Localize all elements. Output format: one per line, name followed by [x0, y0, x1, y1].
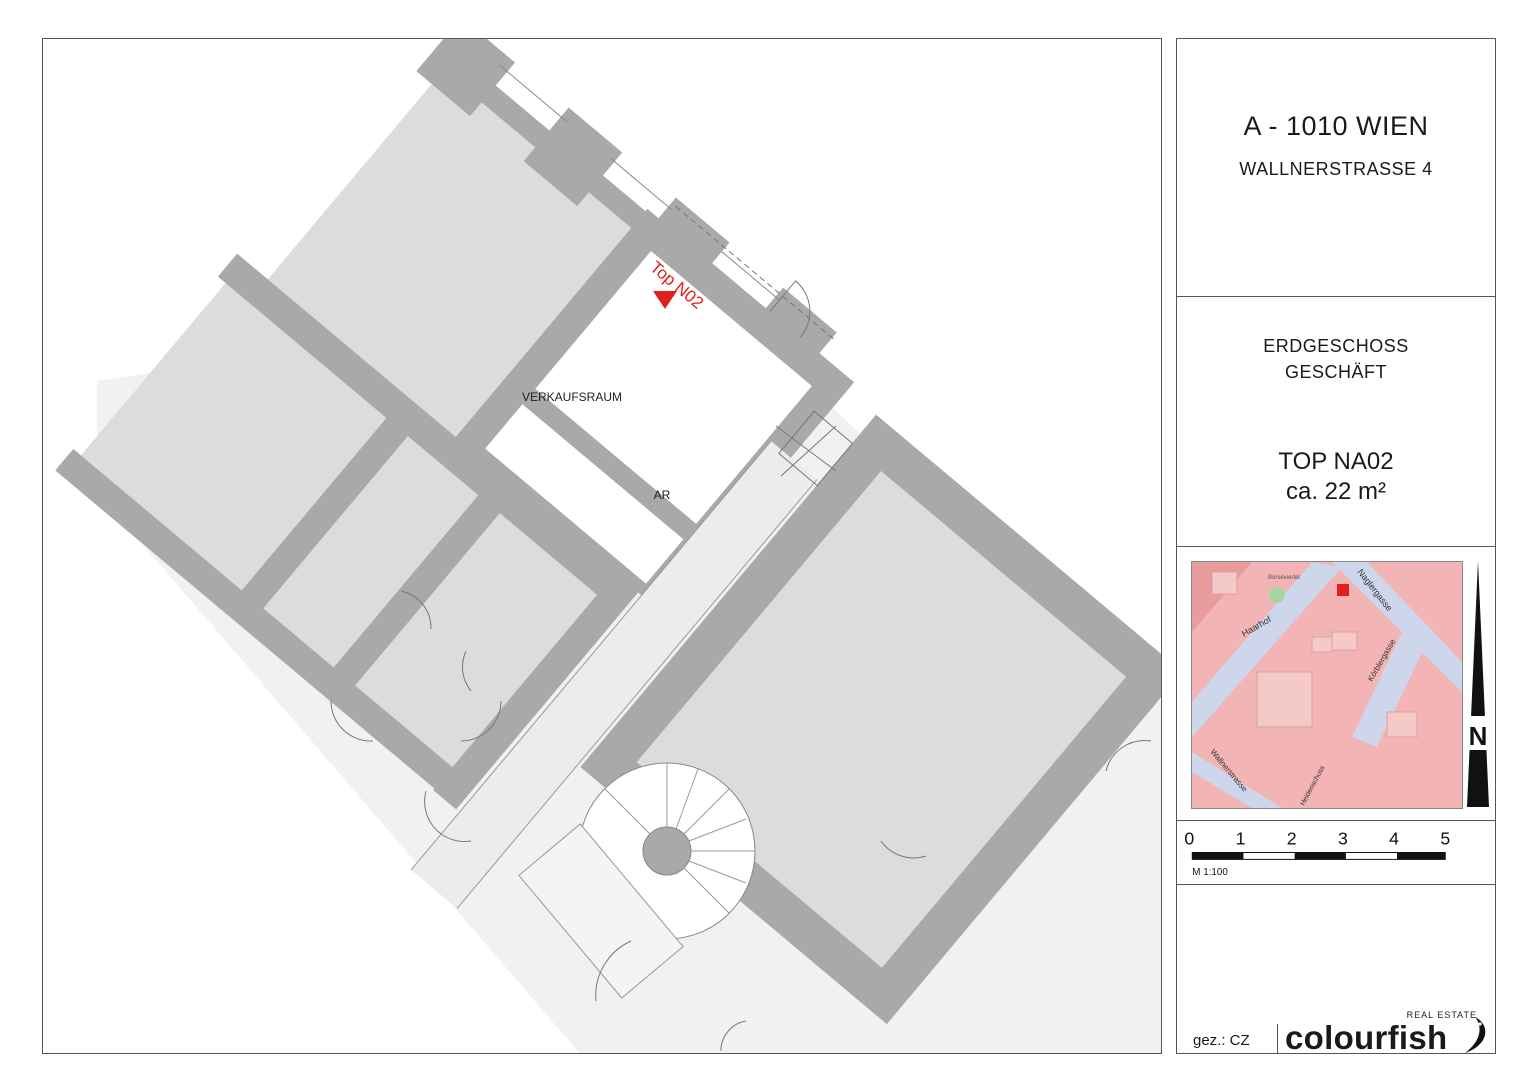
drawn-by: gez.: CZ: [1193, 1032, 1250, 1049]
scale-tick-3: 3: [1338, 829, 1348, 849]
label-ar: AR: [654, 488, 671, 502]
unit-number: TOP NA02: [1278, 448, 1394, 475]
title-block: A - 1010 WIEN WALLNERSTRASSE 4 ERDGESCHO…: [1176, 38, 1496, 1057]
street-title: WALLNERSTRASSE 4: [1239, 159, 1433, 179]
room-rear: [68, 271, 619, 793]
city-title: A - 1010 WIEN: [1243, 111, 1429, 141]
logo-tagline: REAL ESTATE: [1406, 1010, 1477, 1020]
floor-line-1: ERDGESCHOSS: [1263, 336, 1409, 356]
scale-tick-5: 5: [1440, 829, 1450, 849]
scale-label: M 1:100: [1192, 867, 1228, 878]
floor-label: ERDGESCHOSS GESCHÄFT: [1177, 333, 1495, 385]
fish-icon: [1465, 1017, 1486, 1053]
map-location-marker: [1337, 584, 1349, 596]
unit-cell: ERDGESCHOSS GESCHÄFT TOP NA02 ca. 22 m²: [1177, 297, 1495, 547]
unit-area: ca. 22 m²: [1285, 478, 1387, 505]
floor-line-2: GESCHÄFT: [1284, 362, 1387, 382]
logo-name: colourfish: [1285, 1019, 1448, 1056]
unit-label: TOP NA02 ca. 22 m²: [1177, 447, 1495, 507]
scale-tick-4: 4: [1389, 829, 1399, 849]
map-label-boerseviertel: Börseviertel: [1268, 575, 1300, 581]
scale-tick-1: 1: [1236, 829, 1246, 849]
address-cell: A - 1010 WIEN WALLNERSTRASSE 4: [1177, 39, 1495, 297]
north-arrow-icon: N: [1465, 561, 1491, 807]
room-ar: [485, 404, 684, 584]
scale-tick-0: 0: [1184, 829, 1194, 849]
scale-tick-2: 2: [1287, 829, 1297, 849]
entrance-triangle-icon: [653, 291, 677, 309]
north-label: N: [1469, 721, 1488, 751]
scale-bar: 0 1 2 3 4 5 M 1:100: [1184, 829, 1450, 879]
floor-plan-drawing: VERKAUFSRAUM AR Top N02: [55, 39, 1161, 1053]
map-cell: Börseviertel Naglergasse Haarhof Körbler…: [1177, 547, 1495, 821]
location-map: Börseviertel Naglergasse Haarhof Körbler…: [1191, 561, 1463, 809]
floor-plan: VERKAUFSRAUM AR Top N02: [42, 38, 1162, 1054]
room-verkaufsraum: [535, 251, 812, 524]
footer-divider: [1277, 1024, 1278, 1054]
staircase: [518, 762, 756, 999]
room-right-block: [636, 471, 1127, 968]
label-verkaufsraum: VERKAUFSRAUM: [522, 390, 622, 404]
colourfish-logo: REAL ESTATE colourfish: [1285, 1007, 1495, 1057]
scale-cell: 0 1 2 3 4 5 M 1:100: [1177, 821, 1495, 885]
